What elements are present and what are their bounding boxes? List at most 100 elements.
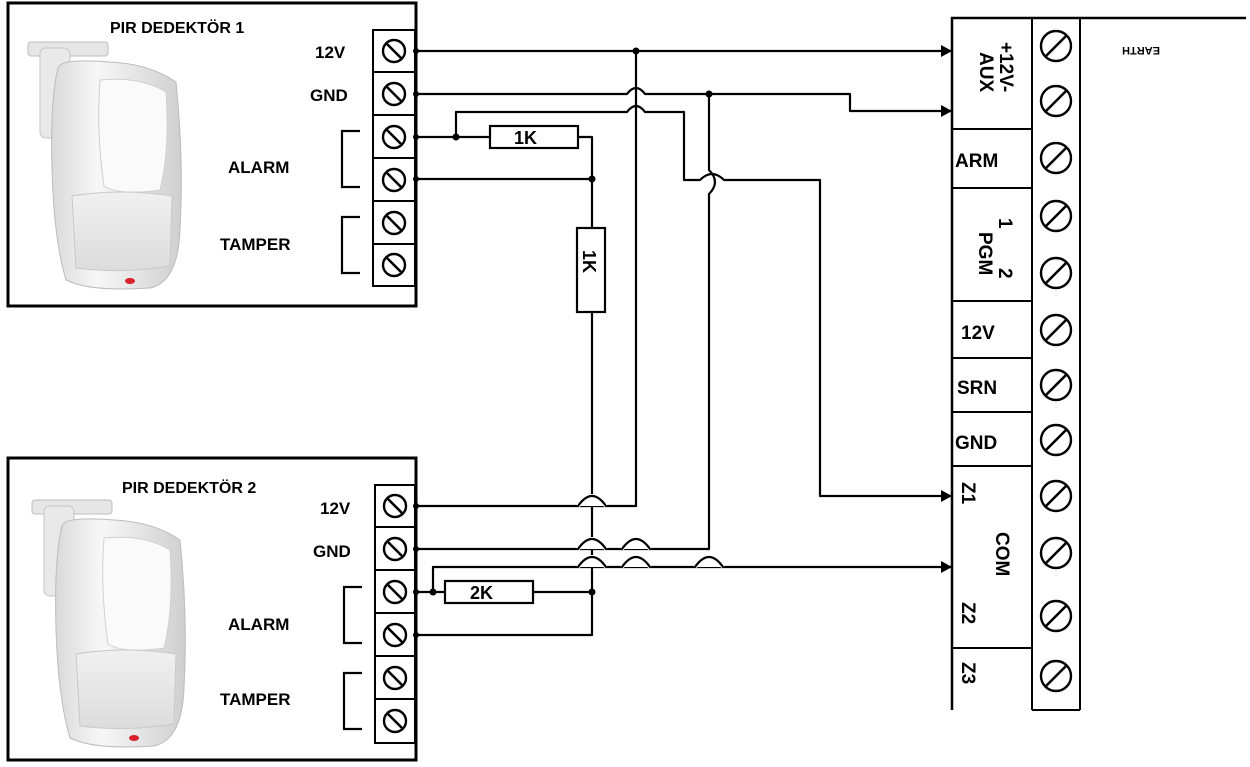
resistor-r2 [575, 226, 607, 314]
terminal-screw-icon [1039, 84, 1073, 118]
srn-label: SRN [957, 378, 997, 399]
alarm-bracket-1 [340, 129, 360, 189]
aux-plus-label: +12V- [995, 42, 1016, 92]
wire-d1-gnd [416, 86, 952, 113]
terminal-screw-icon [375, 536, 415, 571]
arrow-icon [941, 561, 952, 573]
terminal-screw-icon [375, 493, 415, 528]
junction-dot [413, 48, 419, 54]
junction-dot [413, 91, 419, 97]
panel-12v-label: 12V [961, 323, 995, 344]
terminal-screw-icon [382, 708, 408, 734]
pgm-label: PGM [974, 232, 995, 275]
detector-2: PIR DEDEKTÖR 2 12V GND ALARM TAMPER [6, 456, 418, 762]
terminal-screw-icon [373, 38, 415, 73]
junction-dot [588, 175, 596, 183]
resistor-r2-label: 1K [579, 250, 599, 273]
junction-dot [413, 589, 419, 595]
junction-dot [413, 134, 419, 140]
crossover-hump [621, 555, 651, 568]
junction-dot [452, 133, 460, 141]
panel-outline [950, 16, 1246, 710]
terminal-screw-icon [1039, 599, 1073, 633]
detector-2-12v-label: 12V [320, 499, 351, 518]
pgm-1-label: 1 [994, 218, 1015, 229]
detector-2-gnd-label: GND [313, 542, 351, 561]
wire-r2-out [416, 312, 594, 637]
arrow-icon [941, 105, 952, 117]
junction-dot [413, 546, 419, 552]
terminal-screw-icon [1039, 659, 1073, 693]
wire-d2-alarm-loop [431, 565, 952, 592]
earth-label: EARTH [1122, 44, 1160, 56]
junction-dot [632, 47, 640, 55]
terminal-screw-icon [375, 622, 415, 657]
junction-dot [588, 588, 596, 596]
junction-dot [413, 503, 419, 509]
crossover-hump [694, 555, 724, 568]
terminal-screw-icon [1039, 479, 1073, 513]
terminal-screw-icon [375, 579, 415, 614]
terminal-screw-icon [373, 210, 415, 245]
detector-1-alarm-label: ALARM [228, 158, 289, 177]
wire-r1-out [578, 135, 594, 228]
z2-label: Z2 [957, 602, 978, 624]
arrow-icon [941, 45, 952, 57]
panel-group-dividers [952, 128, 1032, 649]
resistor-r1-label: 1K [514, 128, 537, 148]
tamper-bracket-1 [340, 215, 360, 275]
detector-1-12v-label: 12V [315, 43, 346, 62]
terminal-screw-icon [1039, 29, 1073, 63]
resistor-r3-label: 2K [470, 583, 493, 603]
wire-d1-alarm-a-top [454, 104, 952, 498]
tamper-bracket-2 [342, 671, 362, 731]
wiring: 1K 1K 2K [413, 45, 952, 638]
pgm-2-label: 2 [994, 268, 1015, 279]
detector-1-tamper-label: TAMPER [220, 235, 291, 254]
pir-sensor-1-image [27, 41, 182, 290]
detector-1: PIR DEDEKTÖR 1 12V GND ALARM TAMPER [6, 1, 418, 308]
detector-2-alarm-label: ALARM [228, 615, 289, 634]
pir-sensor-2-image [31, 499, 186, 748]
terminal-screw-icon [375, 665, 415, 700]
terminal-screw-icon [1039, 141, 1073, 175]
com-label: COM [991, 532, 1012, 576]
detector-2-title: PIR DEDEKTÖR 2 [122, 478, 256, 497]
crossover-hump [577, 555, 607, 568]
sensor-2-led [129, 735, 139, 741]
wire-gnd-bus [416, 94, 717, 551]
detector-2-tamper-label: TAMPER [220, 690, 291, 709]
junction-dot [429, 588, 437, 596]
panel-terminals [1039, 29, 1073, 693]
detector-1-gnd-label: GND [310, 86, 348, 105]
alarm-panel: EARTH +12V- AUX A [950, 16, 1246, 711]
junction-dot [413, 632, 419, 638]
panel-gnd-label: GND [955, 433, 997, 454]
junction-dot [413, 176, 419, 182]
terminal-screw-icon [373, 167, 415, 202]
arm-label: ARM [955, 151, 998, 172]
wire-12v-bus [416, 51, 638, 508]
detector-2-terminals [375, 493, 415, 734]
terminal-screw-icon [373, 124, 415, 159]
sensor-1-led [125, 278, 135, 284]
terminal-screw-icon [381, 252, 407, 278]
terminal-screw-icon [1039, 256, 1073, 290]
crossover-hump [577, 537, 607, 550]
crossover-hump [621, 537, 651, 550]
aux-label: AUX [975, 52, 996, 92]
terminal-screw-icon [1039, 423, 1073, 457]
detector-1-title: PIR DEDEKTÖR 1 [110, 18, 244, 37]
detector-1-terminals [373, 38, 415, 278]
arrow-icon [941, 490, 952, 502]
crossover-hump [577, 494, 607, 507]
junction-dot [705, 90, 713, 98]
terminal-screw-icon [373, 81, 415, 116]
terminal-screw-icon [1039, 313, 1073, 347]
z3-label: Z3 [957, 662, 978, 684]
z1-label: Z1 [957, 482, 978, 505]
terminal-screw-icon [1039, 199, 1073, 233]
alarm-bracket-2 [342, 585, 362, 645]
terminal-screw-icon [1039, 368, 1073, 402]
